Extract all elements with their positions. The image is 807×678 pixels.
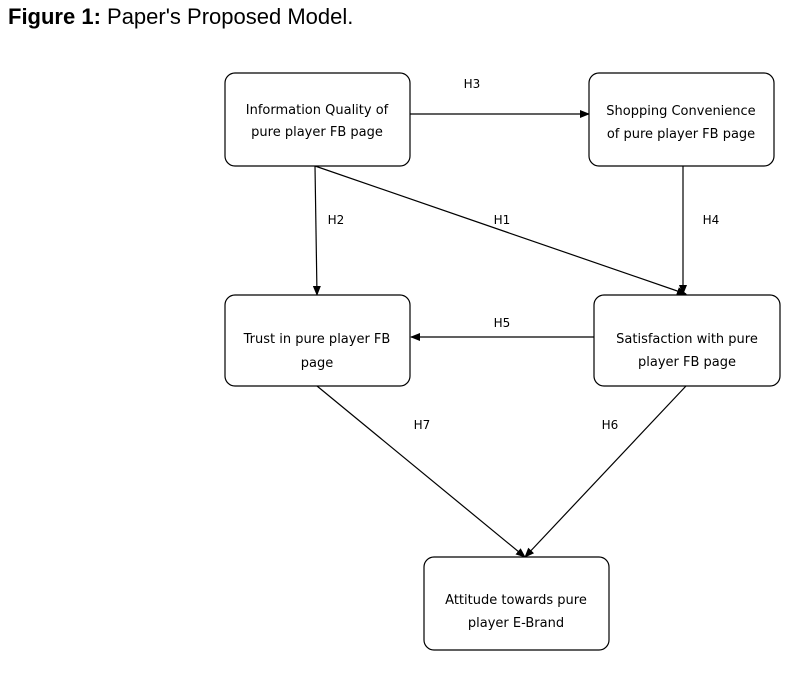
edge-h6: H6 — [524, 385, 687, 558]
edge-h2: H2 — [312, 165, 345, 296]
edge-label-h1: H1 — [494, 213, 511, 227]
node-trust-line2: page — [301, 356, 333, 371]
node-satisfaction-line2: player FB page — [638, 355, 736, 370]
edge-label-h3: H3 — [464, 77, 481, 91]
node-attitude-line1: Attitude towards pure — [445, 593, 587, 608]
node-satisfaction: Satisfaction with pure player FB page — [593, 294, 781, 387]
node-shopping-convenience: Shopping Convenience of pure player FB p… — [588, 72, 775, 167]
edge-h7: H7 — [316, 385, 526, 558]
edge-label-h4: H4 — [703, 213, 720, 227]
figure-caption-text: Paper's Proposed Model. — [100, 4, 354, 29]
node-attitude-line2: player E-Brand — [468, 616, 564, 631]
edge-h4: H4 — [679, 166, 720, 295]
node-information-quality-line1: Information Quality of — [246, 103, 389, 118]
edge-label-h2: H2 — [328, 213, 345, 227]
node-trust-line1: Trust in pure player FB — [243, 332, 391, 347]
node-information-quality-line2: pure player FB page — [251, 125, 383, 140]
figure-caption-label: Figure 1: — [8, 4, 101, 29]
node-satisfaction-line1: Satisfaction with pure — [616, 332, 758, 347]
node-shopping-convenience-line2: of pure player FB page — [607, 127, 755, 142]
node-information-quality: Information Quality of pure player FB pa… — [224, 72, 411, 167]
edge-label-h6: H6 — [602, 418, 619, 432]
node-trust: Trust in pure player FB page — [224, 294, 411, 387]
edge-label-h5: H5 — [494, 316, 511, 330]
node-shopping-convenience-line1: Shopping Convenience — [606, 104, 755, 119]
figure-caption: Figure 1: Paper's Proposed Model. — [8, 4, 353, 30]
edge-h1: H1 — [314, 165, 687, 295]
edge-h5: H5 — [410, 316, 594, 341]
node-attitude: Attitude towards pure player E-Brand — [423, 556, 610, 651]
edge-h3: H3 — [410, 77, 590, 118]
edge-label-h7: H7 — [414, 418, 431, 432]
